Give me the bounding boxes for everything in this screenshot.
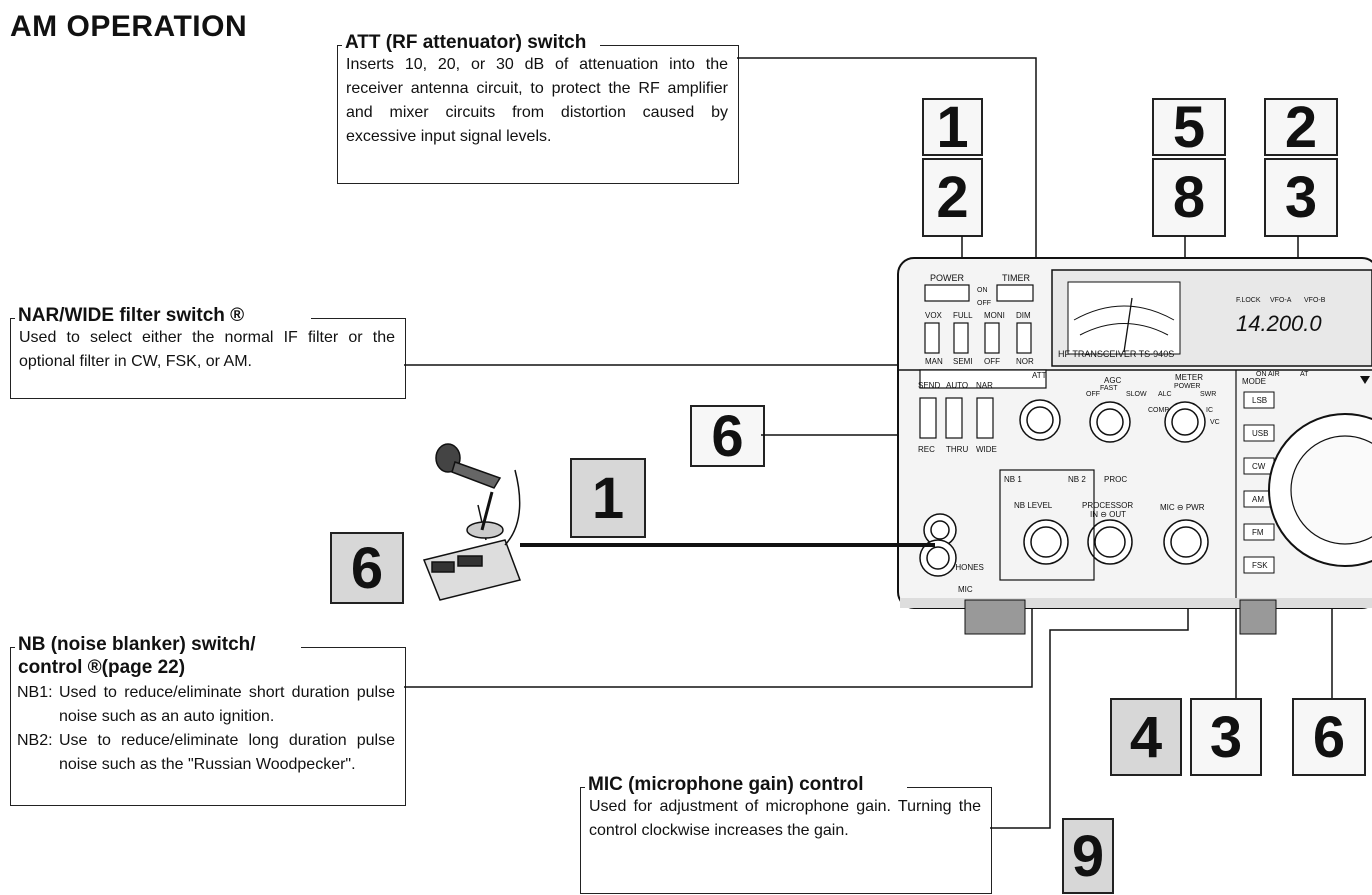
top-switch-label: DIM (1016, 311, 1031, 320)
display-label: F.LOCK (1236, 297, 1261, 304)
nar-wide-callout: NAR/WIDE filter switch ® Used to select … (10, 305, 406, 399)
meter-position-label: POWER (1174, 383, 1200, 390)
nb-callout: NB (noise blanker) switch/ control ®(pag… (10, 634, 406, 806)
nb1-label: NB 1 (1004, 475, 1022, 484)
off-label: OFF (977, 300, 991, 307)
model-label: HF TRANSCEIVER TS-940S (1058, 349, 1174, 359)
nb-item-key: NB2: (17, 732, 53, 749)
step-number-5: 5 (1152, 95, 1226, 160)
att-label: ATT (1032, 371, 1047, 380)
meter-position-label: IC (1206, 407, 1213, 414)
bottom-switch-label: OFF (984, 357, 1000, 366)
mode-button-fsk[interactable] (1243, 556, 1275, 574)
nar-label: NAR (976, 381, 993, 390)
timer-label: TIMER (1002, 273, 1030, 283)
on-label: ON (977, 287, 988, 294)
at-label: AT (1300, 371, 1309, 378)
step-number-3b: 3 (1190, 698, 1262, 776)
nb-item-key: NB1: (17, 684, 53, 701)
step-number-4: 4 (1110, 698, 1182, 776)
step-number-2: 2 (922, 158, 983, 237)
meter-label: METER (1175, 373, 1203, 382)
auto-label: AUTO (946, 381, 968, 390)
mode-button-lsb[interactable] (1243, 391, 1275, 409)
step-number-1b: 1 (570, 458, 646, 538)
mode-button-usb[interactable] (1243, 424, 1275, 442)
att-heading: ATT (RF attenuator) switch (342, 32, 590, 54)
step-number-8: 8 (1152, 158, 1226, 237)
mode-button-label: FSK (1252, 561, 1268, 570)
frequency-display: 14.200.0 (1236, 311, 1322, 336)
phones-label: PHONES (950, 563, 984, 572)
mode-button-label: USB (1252, 429, 1268, 438)
agc-label: AGC (1104, 376, 1122, 385)
step-number-1: 1 (922, 95, 983, 160)
att-body: Inserts 10, 20, or 30 dB of attenuation … (346, 56, 728, 145)
in-out-label: IN ⊖ OUT (1090, 510, 1126, 519)
step-number-2b: 2 (1264, 95, 1338, 160)
mode-button-label: CW (1252, 462, 1266, 471)
send-label: SEND (918, 381, 940, 390)
on-air-label: ON AIR (1256, 371, 1280, 378)
mode-button-fm[interactable] (1243, 523, 1275, 541)
nb-heading-line1: NB (noise blanker) switch/ (15, 634, 259, 656)
agc-position-label: OFF (1086, 391, 1100, 398)
nb-heading-line2: control ®(page 22) (18, 657, 186, 678)
step-number-6: 6 (690, 404, 765, 469)
meter-position-label: COMP (1148, 407, 1169, 414)
meter-position-label: ALC (1158, 391, 1172, 398)
nb2-label: NB 2 (1068, 475, 1086, 484)
step-number-3: 3 (1264, 158, 1338, 237)
mic-callout: MIC (microphone gain) control Used for a… (580, 774, 992, 894)
bottom-switch-label: MAN (925, 357, 943, 366)
mic-heading: MIC (microphone gain) control (585, 774, 867, 796)
mode-button-label: FM (1252, 528, 1264, 537)
nb-item: NB2: Use to reduce/eliminate long duratio… (17, 729, 395, 777)
mode-button-label: LSB (1252, 396, 1267, 405)
thru-label: THRU (946, 445, 968, 454)
top-switch-label: VOX (925, 311, 943, 320)
mic-jack-label: MIC (958, 585, 973, 594)
mode-label: MODE (1242, 377, 1266, 386)
desk-microphone (422, 443, 521, 601)
agc-position-label: SLOW (1126, 391, 1147, 398)
nar-wide-body: Used to select either the normal IF filt… (19, 329, 395, 370)
step-number-9: 9 (1062, 818, 1114, 894)
nb-items-list: NB1: Used to reduce/eliminate short durat… (17, 681, 395, 777)
mic-body: Used for adjustment of microphone gain. … (589, 798, 981, 839)
proc-label: PROC (1104, 475, 1127, 484)
meter-position-label: VC (1210, 419, 1220, 426)
top-switch-label: FULL (953, 311, 973, 320)
bottom-switch-label: NOR (1016, 357, 1034, 366)
nb-item-text: Use to reduce/eliminate long duration pu… (59, 732, 395, 773)
wide-label: WIDE (976, 445, 997, 454)
rec-label: REC (918, 445, 935, 454)
mic-pwr-label: MIC ⊖ PWR (1160, 503, 1205, 512)
nar-wide-heading: NAR/WIDE filter switch ® (15, 305, 248, 327)
agc-position-label: FAST (1100, 385, 1118, 392)
processor-label: PROCESSOR (1082, 501, 1133, 510)
bottom-switch-label: SEMI (953, 357, 973, 366)
display-label: VFO-A (1270, 297, 1292, 304)
page-title: AM OPERATION (10, 10, 248, 43)
nb-item: NB1: Used to reduce/eliminate short durat… (17, 681, 395, 729)
mode-button-label: AM (1252, 495, 1264, 504)
nb-item-text: Used to reduce/eliminate short duration … (59, 684, 395, 725)
nb-level-label: NB LEVEL (1014, 501, 1053, 510)
att-callout: ATT (RF attenuator) switch Inserts 10, 2… (337, 32, 739, 184)
power-label: POWER (930, 273, 965, 283)
step-number-6b: 6 (330, 532, 404, 604)
top-switch-label: MONI (984, 311, 1005, 320)
step-number-6c: 6 (1292, 698, 1366, 776)
meter-position-label: SWR (1200, 391, 1216, 398)
display-label: VFO-B (1304, 297, 1326, 304)
